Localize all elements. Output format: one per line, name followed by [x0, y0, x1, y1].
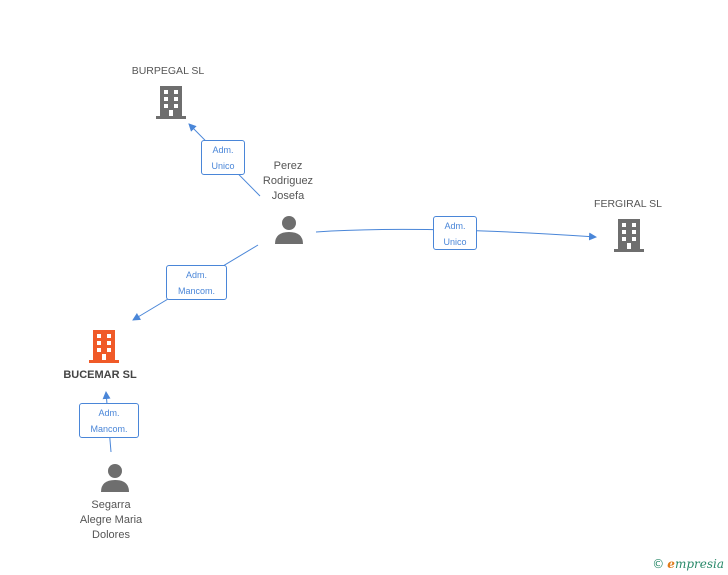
person-label-segarra[interactable]: Segarra Alegre Maria Dolores [79, 499, 143, 541]
copyright-icon: © [652, 557, 665, 571]
building-icon-fergiral[interactable] [612, 217, 646, 253]
building-icon-bucemar[interactable] [87, 328, 121, 364]
building-icon-burpegal[interactable] [154, 84, 188, 120]
person-label-perez[interactable]: Perez Rodriguez Josefa [262, 160, 314, 202]
role-badge-perez-bucemar[interactable]: Adm.Mancom. [166, 265, 227, 300]
company-label-fergiral[interactable]: FERGIRAL SL [594, 198, 662, 210]
role-badge-perez-burpegal[interactable]: Adm.Unico [201, 140, 245, 175]
role-badge-segarra-bucemar[interactable]: Adm.Mancom. [79, 403, 139, 438]
company-label-burpegal[interactable]: BURPEGAL SL [131, 65, 205, 77]
company-label-bucemar[interactable]: BUCEMAR SL [63, 369, 137, 381]
person-icon-perez[interactable] [273, 214, 305, 246]
role-badge-perez-fergiral[interactable]: Adm.Unico [433, 216, 477, 250]
empresia-watermark: ©empresia [652, 557, 724, 571]
person-icon-segarra[interactable] [99, 462, 131, 494]
